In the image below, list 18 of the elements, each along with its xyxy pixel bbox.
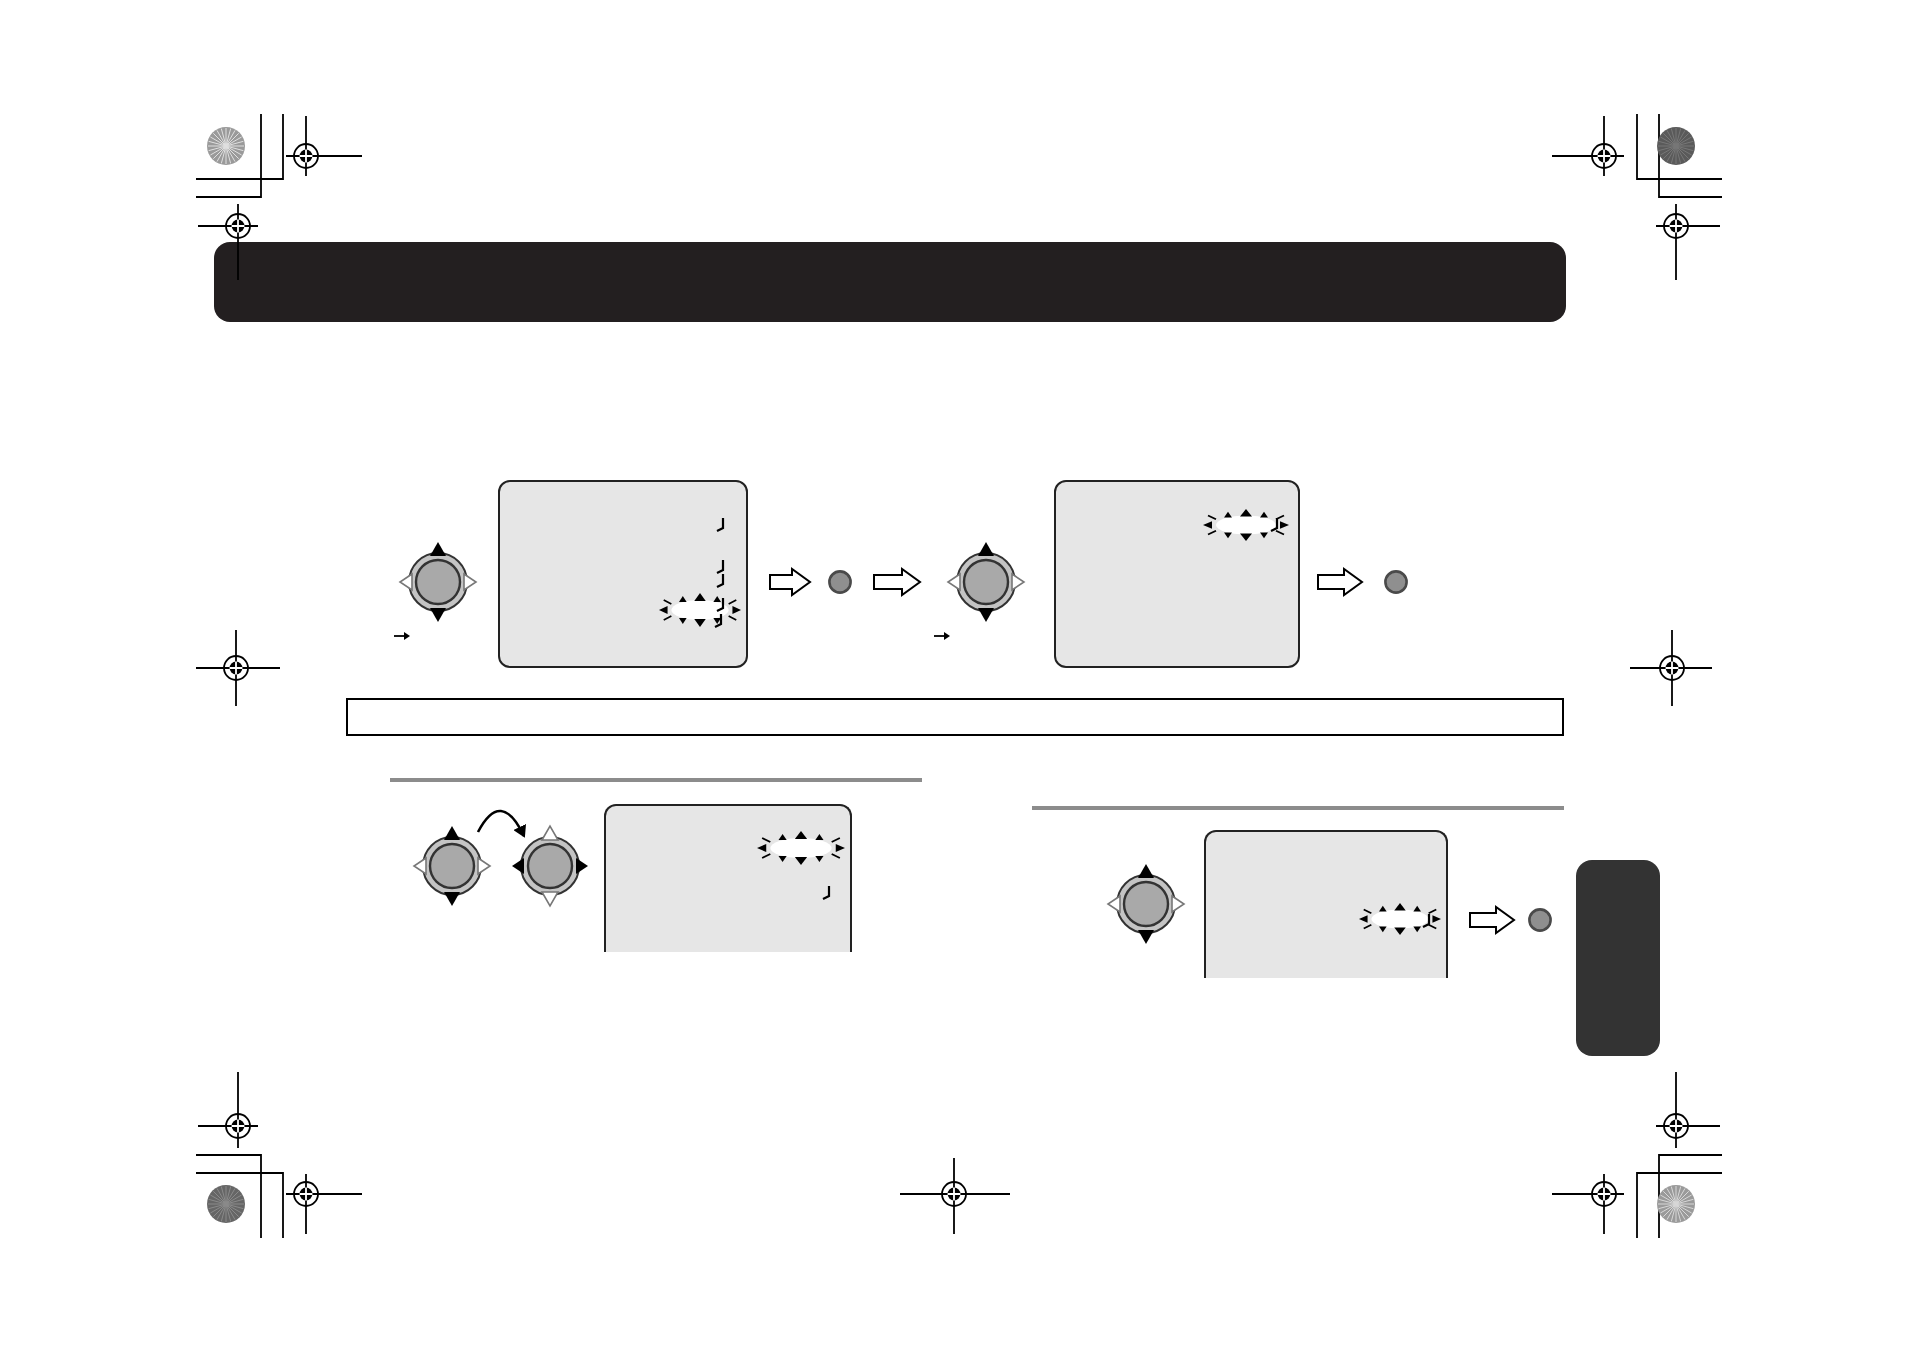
round-button-icon [1384,570,1408,594]
hollow-arrow [1469,905,1516,935]
joystick-icon [398,540,478,624]
joystick-icon [412,824,492,908]
screen-display [1054,480,1300,668]
side-tab [1576,860,1660,1056]
joystick-icon [510,824,590,908]
curved-arrow [476,809,526,838]
joystick-icon [946,540,1026,624]
hollow-arrow [873,567,922,597]
screen-display [604,804,852,952]
hollow-arrow [769,567,812,597]
screen-display [1204,830,1448,978]
round-button-icon [828,570,852,594]
hollow-arrow [1317,567,1364,597]
screen-display [498,480,748,668]
round-button-icon [1528,908,1552,932]
joystick-icon [1106,862,1186,946]
